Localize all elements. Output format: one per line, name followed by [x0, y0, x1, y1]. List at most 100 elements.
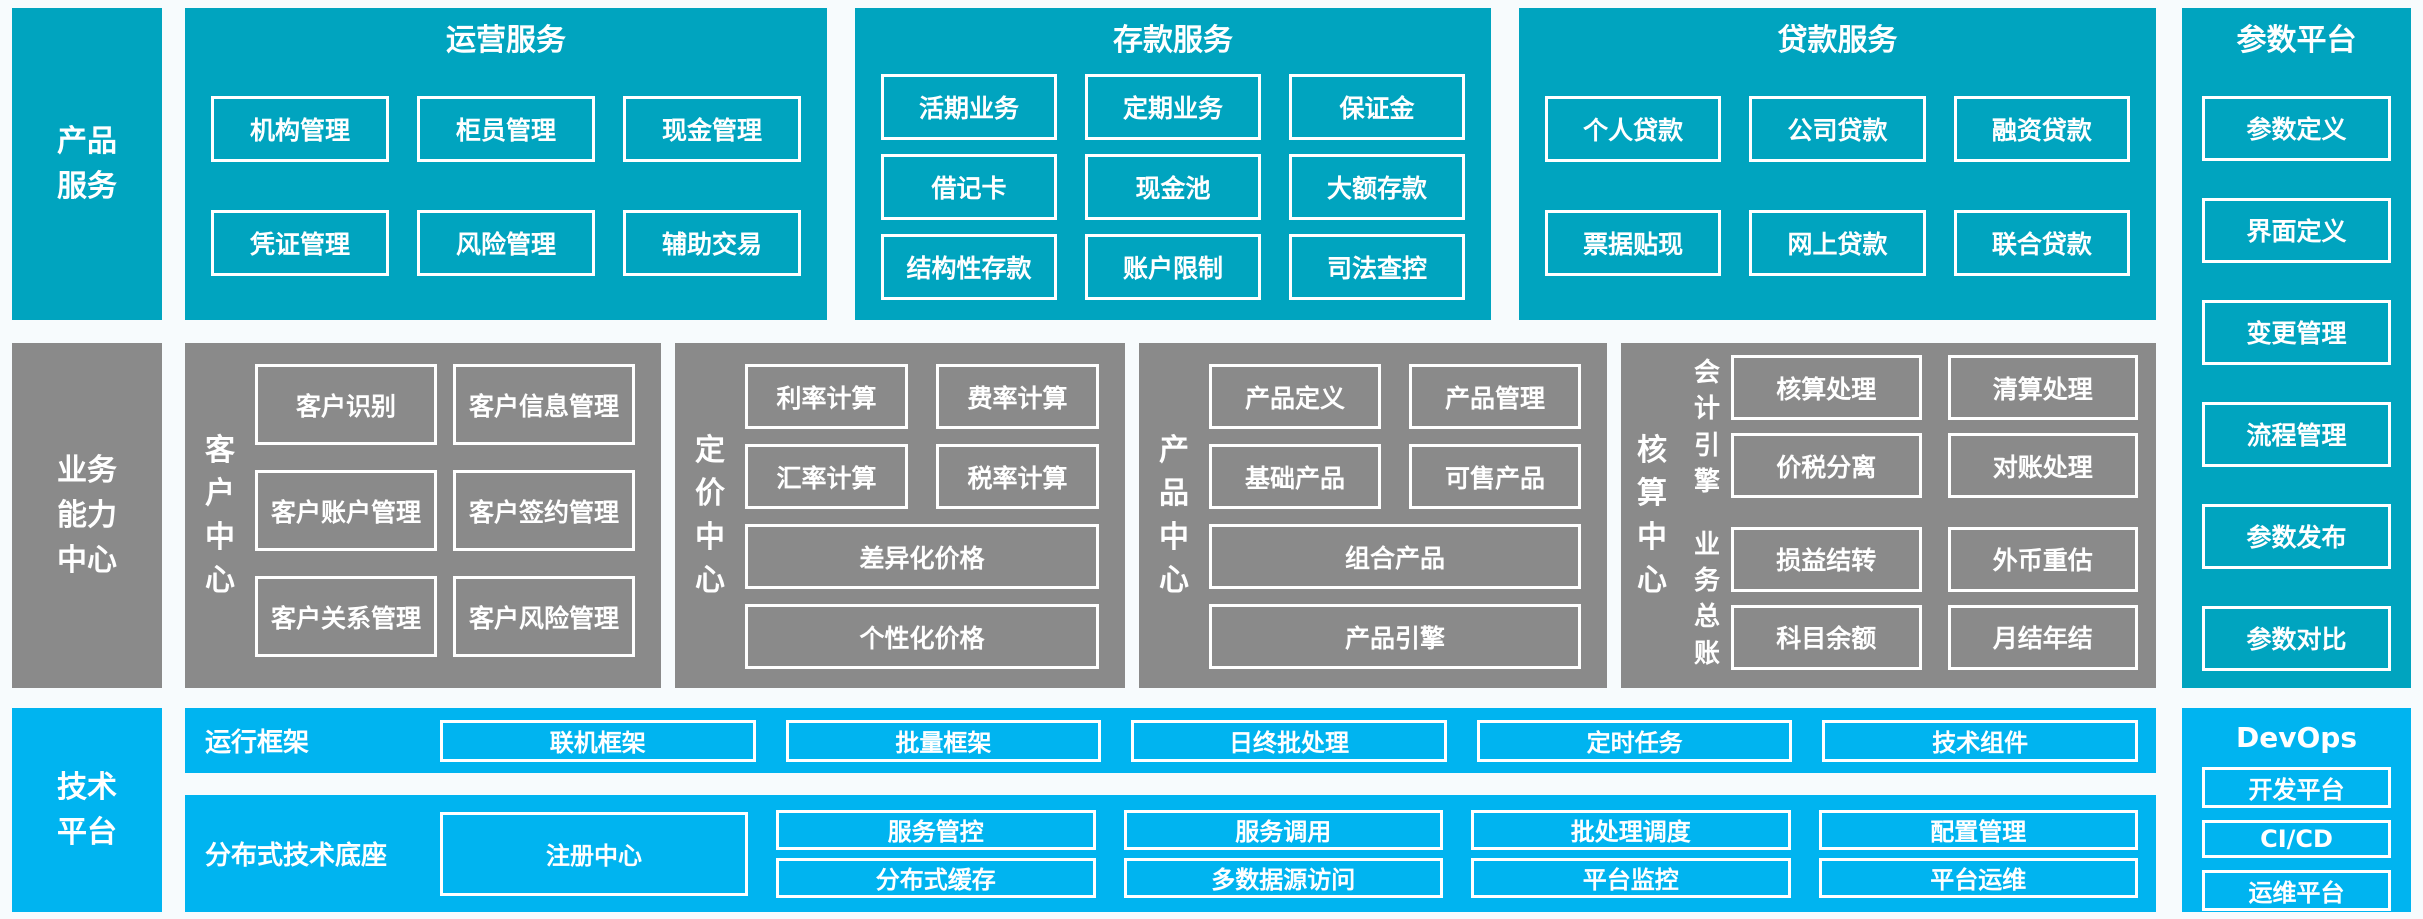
- accounting-engine-group: 会计引擎 核算处理 清算处理 价税分离 对账处理: [1683, 355, 2138, 501]
- panel-parameter-platform: 参数平台 参数定义 界面定义 变更管理 流程管理 参数发布 参数对比: [2182, 8, 2411, 688]
- panel-title-deposit: 存款服务: [1113, 23, 1233, 58]
- framework-box: 定时任务: [1476, 719, 1793, 762]
- panel-devops: DevOps 开发平台 CI/CD 运维平台: [2182, 708, 2411, 912]
- distributed-base-grid: 服务管控 分布式缓存 服务调用 多数据源访问 批处理调度 平台监控 配置管理 平…: [776, 809, 2138, 898]
- accounting-box: 对账处理: [1947, 433, 2138, 498]
- loan-service-box: 个人贷款: [1545, 95, 1722, 162]
- pricing-center-label: 定价中心: [695, 432, 725, 599]
- side-label-product-services: 产品 服务: [12, 8, 162, 320]
- accounting-box: 清算处理: [1947, 355, 2138, 420]
- panel-title-parameter-platform: 参数平台: [2236, 23, 2357, 58]
- ops-service-box: 现金管理: [623, 95, 801, 162]
- framework-box: 批量框架: [785, 719, 1102, 762]
- runtime-framework-label: 运行框架: [205, 728, 310, 758]
- panel-customer-center: 客户中心 客户识别 客户信息管理 客户账户管理 客户签约管理 客户关系管理 客户…: [185, 343, 661, 688]
- parameter-box: 参数发布: [2202, 503, 2391, 569]
- deposit-service-box: 结构性存款: [881, 233, 1057, 300]
- product-box: 产品定义: [1209, 364, 1381, 429]
- ops-service-box: 风险管理: [417, 209, 595, 276]
- deposit-service-box: 保证金: [1289, 73, 1465, 140]
- customer-box: 客户签约管理: [453, 470, 635, 551]
- panel-product-center: 产品中心 产品定义 产品管理 基础产品 可售产品 组合产品 产品引擎: [1139, 343, 1607, 688]
- distributed-base-label: 分布式技术底座: [205, 841, 388, 871]
- business-ledger-grid: 损益结转 外币重估 科目余额 月结年结: [1731, 526, 2138, 673]
- pricing-box: 汇率计算: [745, 444, 908, 509]
- devops-box: CI/CD: [2202, 820, 2391, 858]
- loan-grid: 个人贷款 公司贷款 融资贷款 票据贴现 网上贷款 联合贷款: [1545, 95, 2130, 276]
- product-box: 基础产品: [1209, 444, 1381, 509]
- panel-accounting-center: 核算中心 会计引擎 核算处理 清算处理 价税分离 对账处理 业务总账 损: [1621, 343, 2156, 688]
- parameter-box: 参数对比: [2202, 605, 2391, 671]
- customer-box: 客户识别: [255, 364, 437, 445]
- customer-center-label: 客户中心: [205, 432, 235, 599]
- accounting-box: 价税分离: [1731, 433, 1922, 498]
- product-box: 产品管理: [1409, 364, 1581, 429]
- deposit-service-box: 活期业务: [881, 73, 1057, 140]
- devops-box: 开发平台: [2202, 767, 2391, 808]
- loan-service-box: 网上贷款: [1749, 209, 1926, 276]
- product-box-wide: 组合产品: [1209, 524, 1581, 589]
- customer-box: 客户关系管理: [255, 576, 437, 657]
- parameter-list: 参数定义 界面定义 变更管理 流程管理 参数发布 参数对比: [2202, 95, 2391, 671]
- ops-service-box: 凭证管理: [211, 209, 389, 276]
- accounting-groups: 会计引擎 核算处理 清算处理 价税分离 对账处理 业务总账 损益结转 外币重估 …: [1683, 343, 2156, 688]
- pricing-grid: 利率计算 费率计算 汇率计算 税率计算 差异化价格 个性化价格: [745, 343, 1125, 688]
- base-box: 平台运维: [1818, 857, 2138, 898]
- framework-box: 联机框架: [440, 719, 756, 762]
- panel-loan-services: 贷款服务 个人贷款 公司贷款 融资贷款 票据贴现 网上贷款 联合贷款: [1519, 8, 2156, 320]
- panel-title-loan: 贷款服务: [1777, 23, 1898, 58]
- deposit-service-box: 借记卡: [881, 153, 1057, 220]
- devops-title: DevOps: [2236, 721, 2357, 754]
- base-box: 分布式缓存: [776, 857, 1096, 898]
- deposit-service-box: 账户限制: [1085, 233, 1261, 300]
- panel-pricing-center: 定价中心 利率计算 费率计算 汇率计算 税率计算 差异化价格 个性化价格: [675, 343, 1125, 688]
- devops-box: 运维平台: [2202, 870, 2391, 911]
- ops-service-box: 机构管理: [211, 95, 389, 162]
- ops-service-box: 柜员管理: [417, 95, 595, 162]
- loan-service-box: 公司贷款: [1749, 95, 1926, 162]
- accounting-box: 核算处理: [1731, 355, 1922, 420]
- accounting-center-label: 核算中心: [1637, 432, 1667, 599]
- customer-grid: 客户识别 客户信息管理 客户账户管理 客户签约管理 客户关系管理 客户风险管理: [255, 343, 661, 688]
- ledger-box: 外币重估: [1947, 526, 2138, 592]
- base-box: 服务调用: [1123, 809, 1443, 850]
- parameter-box: 流程管理: [2202, 401, 2391, 467]
- accounting-engine-grid: 核算处理 清算处理 价税分离 对账处理: [1731, 355, 2138, 501]
- customer-box: 客户风险管理: [453, 576, 635, 657]
- business-ledger-label: 业务总账: [1693, 529, 1720, 669]
- product-box-wide: 产品引擎: [1209, 604, 1581, 669]
- deposit-service-box: 大额存款: [1289, 153, 1465, 220]
- deposit-service-box: 定期业务: [1085, 73, 1261, 140]
- parameter-box: 界面定义: [2202, 197, 2391, 263]
- base-box: 配置管理: [1818, 809, 2138, 850]
- parameter-box: 变更管理: [2202, 299, 2391, 365]
- registry-center-box: 注册中心: [440, 811, 748, 896]
- parameter-box: 参数定义: [2202, 95, 2391, 161]
- base-box: 批处理调度: [1471, 809, 1791, 850]
- panel-title-operations: 运营服务: [446, 23, 566, 58]
- pricing-box: 利率计算: [745, 364, 908, 429]
- product-grid: 产品定义 产品管理 基础产品 可售产品 组合产品 产品引擎: [1209, 343, 1607, 688]
- ledger-box: 科目余额: [1731, 604, 1922, 670]
- base-box: 服务管控: [776, 809, 1096, 850]
- framework-box: 日终批处理: [1131, 719, 1447, 762]
- pricing-box: 税率计算: [936, 444, 1099, 509]
- runtime-framework-grid: 联机框架 批量框架 日终批处理 定时任务 技术组件: [440, 719, 2138, 762]
- customer-box: 客户账户管理: [255, 470, 437, 551]
- side-label-tech-platform: 技术 平台: [12, 708, 162, 912]
- devops-list: 开发平台 CI/CD 运维平台: [2202, 767, 2391, 911]
- loan-service-box: 票据贴现: [1545, 209, 1722, 276]
- panel-runtime-framework: 运行框架 联机框架 批量框架 日终批处理 定时任务 技术组件: [185, 708, 2156, 773]
- accounting-engine-label: 会计引擎: [1693, 358, 1720, 498]
- customer-box: 客户信息管理: [453, 364, 635, 445]
- pricing-box-wide: 个性化价格: [745, 604, 1099, 669]
- base-box: 平台监控: [1471, 857, 1791, 898]
- side-label-capability-center: 业务 能力 中心: [12, 343, 162, 688]
- deposit-service-box: 现金池: [1085, 153, 1261, 220]
- loan-service-box: 融资贷款: [1953, 95, 2130, 162]
- pricing-box-wide: 差异化价格: [745, 524, 1099, 589]
- deposit-service-box: 司法查控: [1289, 233, 1465, 300]
- pricing-box: 费率计算: [936, 364, 1099, 429]
- framework-box: 技术组件: [1822, 719, 2138, 762]
